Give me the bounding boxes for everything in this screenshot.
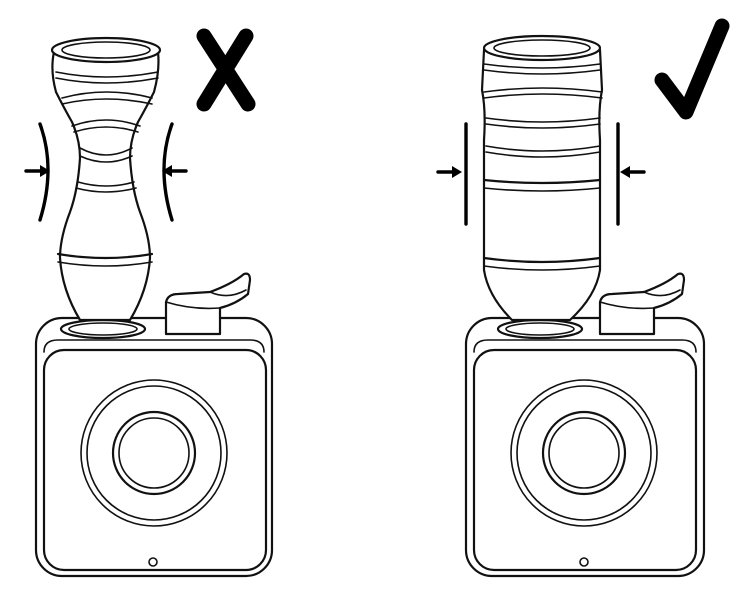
panel-correct [436, 18, 730, 578]
bottle-straight [480, 34, 604, 322]
cross-icon [196, 28, 256, 112]
arrow-left-icon [620, 166, 646, 178]
humidifier-base-right [464, 316, 706, 578]
arrow-left-icon [162, 165, 188, 177]
arrow-right-icon [24, 165, 50, 177]
bottle-squeezed [50, 36, 162, 322]
checkmark-icon [654, 18, 730, 120]
mist-spout-left [164, 272, 252, 336]
arrow-right-icon [436, 166, 462, 178]
mist-spout-right [598, 272, 686, 336]
panel-incorrect [24, 28, 274, 578]
humidifier-base-left [34, 316, 274, 578]
